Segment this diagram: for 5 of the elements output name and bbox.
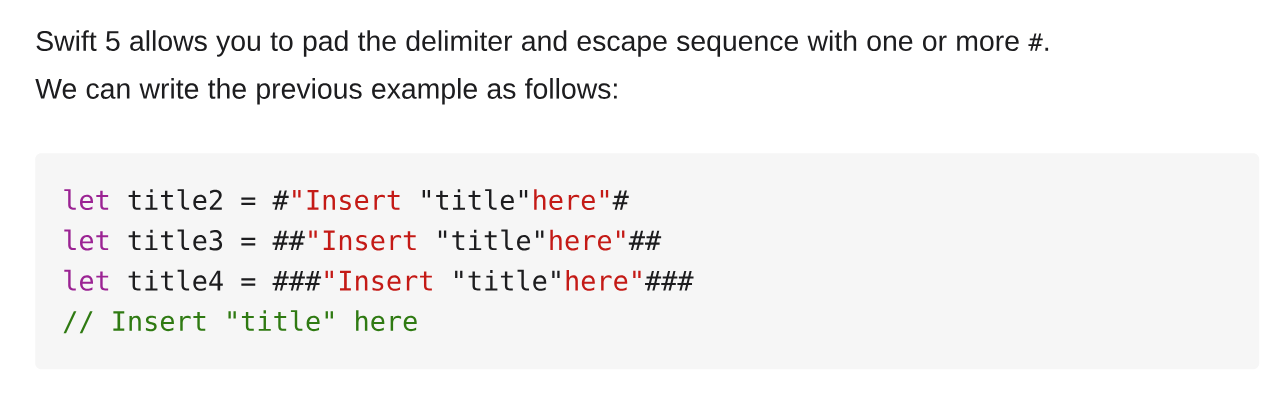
- code-line: let title2 = #"Insert "title" here"#: [64, 189, 629, 211]
- code-line: // Insert "title" here: [63, 310, 417, 334]
- paragraph: Swift 5 allows you to pad the delimiter and escape sequence with one or more #. We can write the previous example as follows:: [35, 30, 1049, 105]
- code-line: let title4 = ###"Insert "title" here"###: [64, 269, 694, 291]
- code-line: let title3 = ##"Insert "title" here"##: [64, 229, 662, 251]
